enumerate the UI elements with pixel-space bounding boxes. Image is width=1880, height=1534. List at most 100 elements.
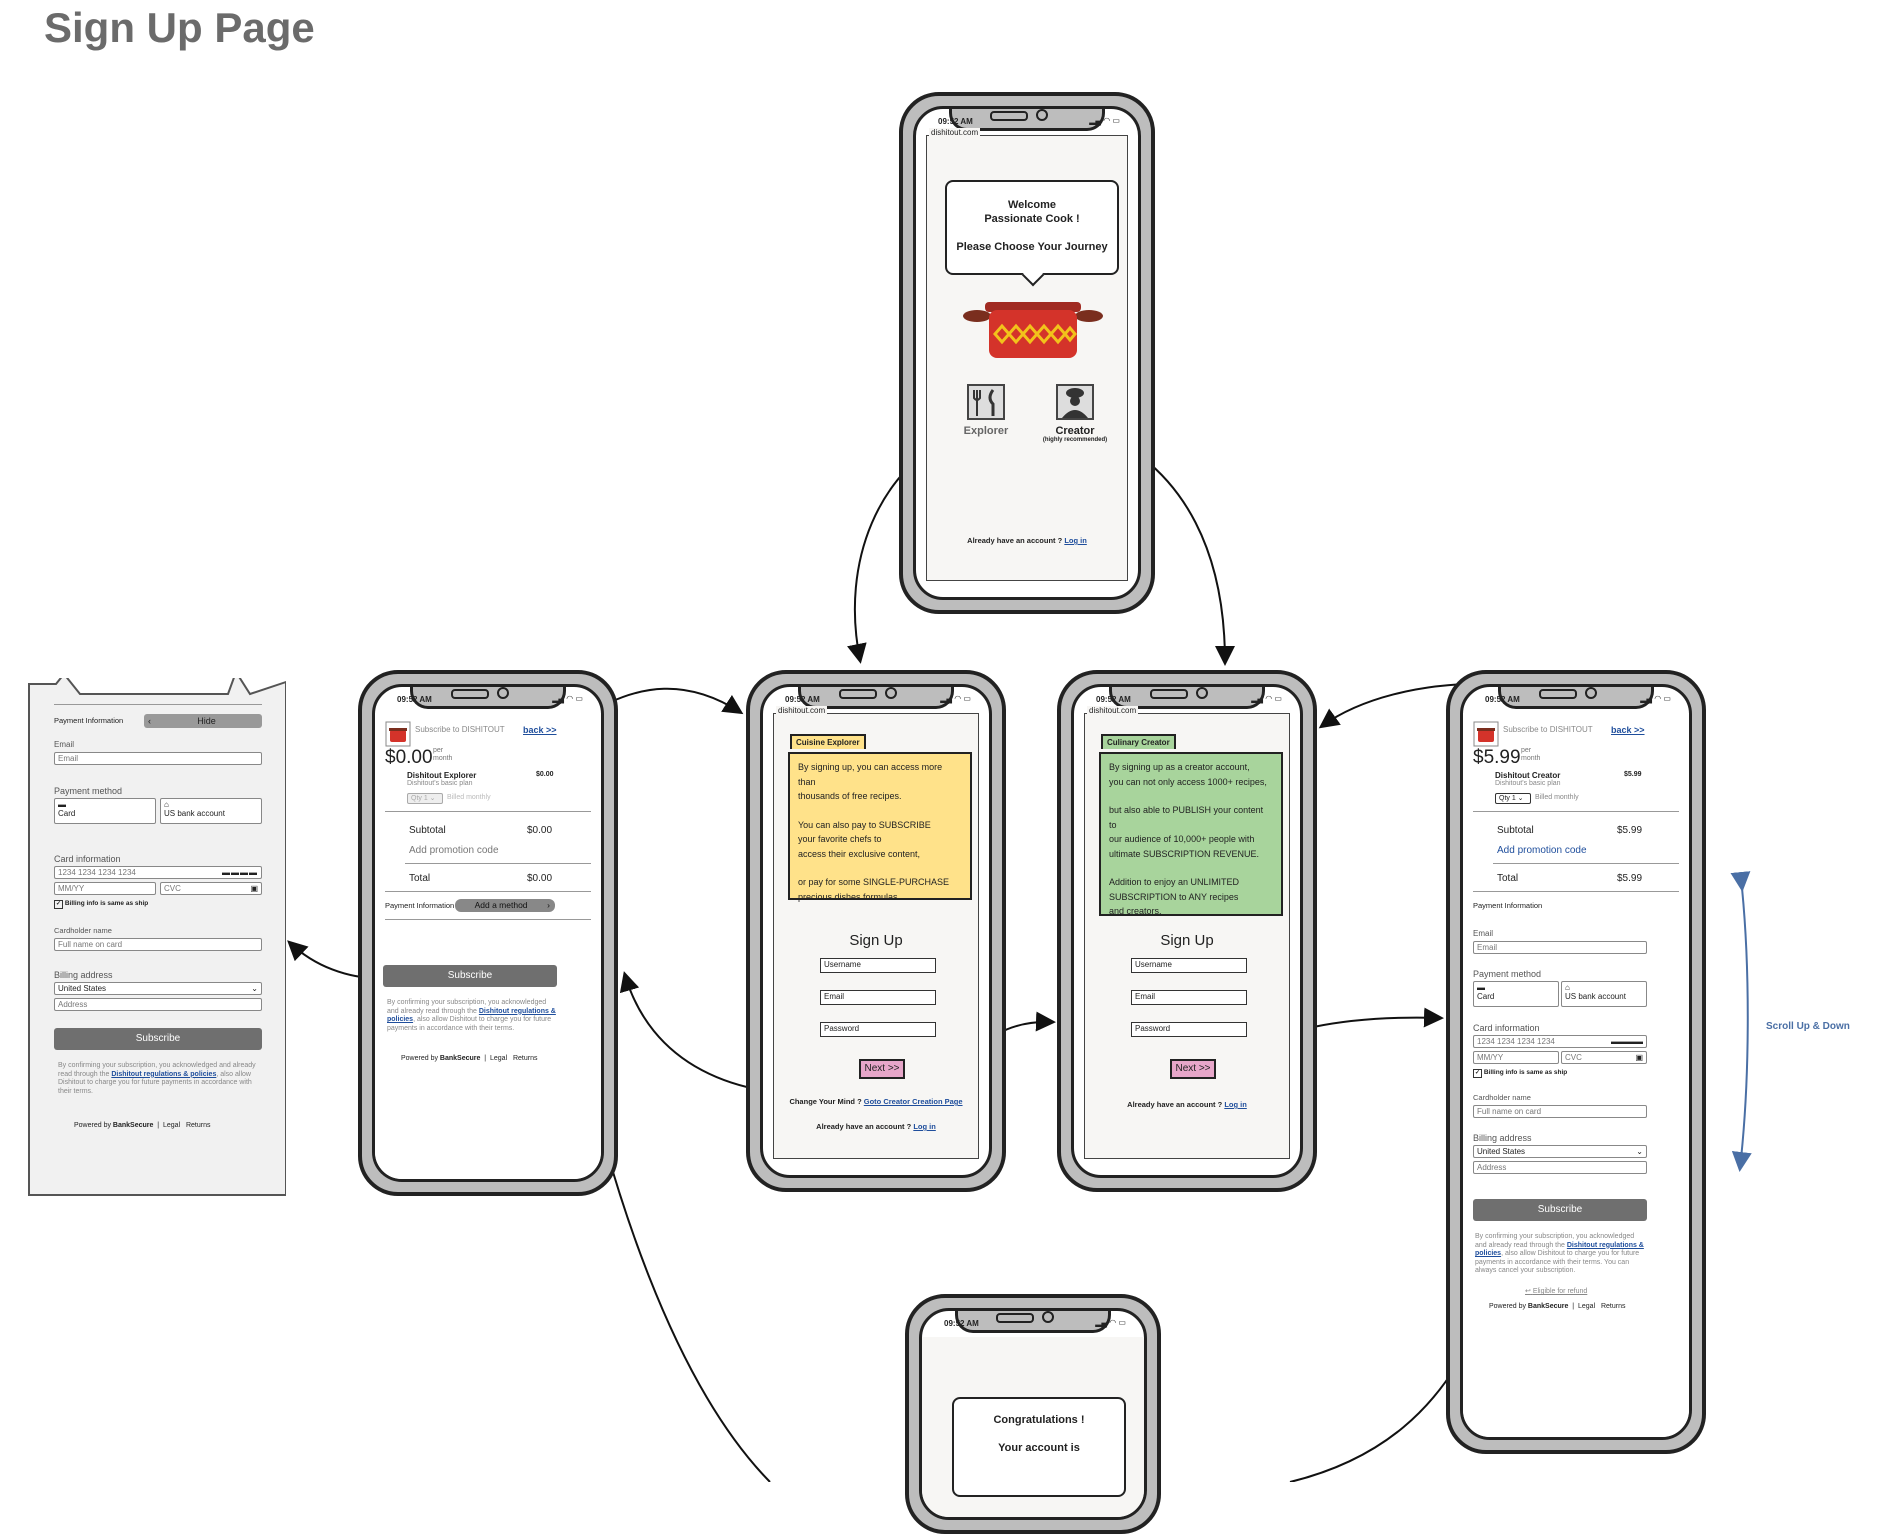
card-option[interactable]: ▬Card	[54, 798, 156, 824]
legal-text: By confirming your subscription, you ack…	[58, 1062, 262, 1096]
promo-link[interactable]: Add promotion code	[1497, 845, 1587, 856]
subscribe-button[interactable]: Subscribe	[1473, 1199, 1647, 1221]
creator-tab: Culinary Creator	[1101, 734, 1176, 749]
legal-line: , also allow Dishitout to charge you for…	[413, 1016, 552, 1023]
status-time: 09:52 AM	[785, 695, 820, 704]
subtotal-value: $0.00	[527, 825, 553, 836]
password-field[interactable]: Password	[820, 1022, 936, 1037]
price: $5.99	[1473, 747, 1521, 768]
bank-option[interactable]: ⌂US bank account	[160, 798, 262, 824]
payment-info-label: Payment Information	[385, 901, 455, 910]
legal-link[interactable]: Legal	[490, 1055, 508, 1062]
status-icons: ▂▄ ◠ ▭	[1095, 1318, 1126, 1327]
policies-link[interactable]: Dishitout regulations & policies	[1475, 1241, 1644, 1258]
qty-select[interactable]: Qty 1 ⌄	[1495, 793, 1531, 804]
cardholder-input[interactable]: Full name on card	[54, 938, 262, 951]
card-icon: ▬	[58, 800, 66, 809]
footer: Powered by BankSecure | Legal Returns	[74, 1122, 211, 1129]
plan-desc: Dishitout's basic plan	[1495, 780, 1561, 787]
next-button[interactable]: Next >>	[1170, 1059, 1216, 1079]
email-input[interactable]: Email	[1473, 941, 1647, 954]
policies-link[interactable]: Dishitout regulations & policies	[387, 1007, 556, 1024]
pot-icon	[963, 302, 1103, 358]
status-icons: ▂▄ ◠ ▭	[940, 694, 971, 703]
username-field[interactable]: Username	[1131, 958, 1247, 973]
pot-logo-icon	[1473, 721, 1499, 747]
status-time: 09:52 AM	[1485, 695, 1520, 704]
returns-link[interactable]: Returns	[1600, 1303, 1626, 1310]
card-info-label: Card information	[1473, 1023, 1540, 1033]
add-method-button[interactable]: Add a method ›	[455, 899, 555, 912]
expiry-input[interactable]: MM/YY	[54, 882, 156, 895]
legal-line: , also allow Dishitout to charge you for…	[1501, 1250, 1640, 1257]
hide-button[interactable]: ‹Hide	[144, 714, 262, 728]
plan-price: $0.00	[536, 771, 554, 778]
country-select[interactable]: United States⌄	[1473, 1145, 1647, 1158]
status-time: 09:52 AM	[944, 1319, 979, 1328]
billing-same-checkbox[interactable]: ✓ Billing info is same as ship	[1473, 1069, 1567, 1078]
creator-option[interactable]: Creator (highly recommended)	[1025, 384, 1125, 443]
welcome-bubble: Welcome Passionate Cook ! Please Choose …	[945, 180, 1119, 287]
refund-link[interactable]: ↩ Eligible for refund	[1525, 1287, 1587, 1295]
login-link[interactable]: Log in	[913, 1122, 936, 1131]
welcome-line1: Welcome	[1007, 199, 1057, 211]
email-field[interactable]: Email	[820, 990, 936, 1005]
creator-signup-phone: 09:52 AM ▂▄ ◠ ▭ dishitout.com Culinary C…	[1057, 670, 1317, 1192]
bank-option[interactable]: ⌂US bank account	[1561, 981, 1647, 1007]
status-icons: ▂▄ ◠ ▭	[552, 694, 583, 703]
explorer-payment-screen: Subscribe to DISHITOUT back >> $0.00 per…	[375, 713, 601, 1179]
url-label: dishitout.com	[929, 128, 981, 137]
cvc-input[interactable]: CVC▣	[1561, 1051, 1647, 1064]
next-button[interactable]: Next >>	[859, 1059, 905, 1079]
card-number-input[interactable]: 1234 1234 1234 1234 ▬▬▬▬	[54, 866, 262, 879]
legal-link[interactable]: Legal	[163, 1122, 181, 1129]
country-select[interactable]: United States⌄	[54, 982, 262, 995]
billing-same-checkbox[interactable]: ✓ Billing info is same as ship	[54, 900, 148, 909]
creator-signup-screen: dishitout.com Culinary Creator By signin…	[1084, 706, 1290, 1159]
password-field[interactable]: Password	[1131, 1022, 1247, 1037]
cardholder-input[interactable]: Full name on card	[1473, 1105, 1647, 1118]
qty-label: Qty 1	[411, 795, 428, 802]
subscribe-button[interactable]: Subscribe	[383, 965, 557, 987]
address-input[interactable]: Address	[1473, 1161, 1647, 1174]
back-link[interactable]: back >>	[1611, 725, 1645, 735]
card-label: Card	[1477, 992, 1495, 1001]
legal-link[interactable]: Legal	[1578, 1303, 1596, 1310]
explorer-option[interactable]: Explorer	[961, 384, 1011, 437]
congrats-bubble: Congratulations ! Your account is	[952, 1397, 1126, 1497]
goto-creator-link[interactable]: Goto Creator Creation Page	[863, 1097, 963, 1106]
card-option[interactable]: ▬Card	[1473, 981, 1559, 1007]
expiry-input[interactable]: MM/YY	[1473, 1051, 1559, 1064]
cvc-input[interactable]: CVC▣	[160, 882, 262, 895]
card-icon: ▬	[1477, 983, 1485, 992]
already-row: Already have an account ? Log in	[774, 1122, 978, 1131]
status-time: 09:52 AM	[1096, 695, 1131, 704]
qty-select[interactable]: Qty 1 ⌄	[407, 793, 443, 804]
explorer-payment-phone: 09:52 AM ▂▄ ◠ ▭ Subscribe to DISHITOUT b…	[358, 670, 618, 1196]
chevron-down-icon: ⌄	[251, 984, 258, 993]
billed-label: Billed monthly	[447, 794, 491, 801]
chevron-down-icon: ⌄	[1636, 1147, 1643, 1156]
cvc-placeholder: CVC	[1565, 1053, 1582, 1062]
back-link[interactable]: back >>	[523, 725, 557, 735]
status-time: 09:52 AM	[938, 117, 973, 126]
promo-link[interactable]: Add promotion code	[409, 845, 499, 856]
login-link[interactable]: Log in	[1064, 536, 1087, 545]
status-icons: ▂▄ ◠ ▭	[1251, 694, 1282, 703]
policies-link[interactable]: Dishitout regulations & policies	[111, 1070, 217, 1078]
card-number-input[interactable]: 1234 1234 1234 1234▬▬▬▬	[1473, 1035, 1647, 1048]
cardholder-label: Cardholder name	[1473, 1093, 1531, 1102]
returns-link[interactable]: Returns	[512, 1055, 538, 1062]
login-link[interactable]: Log in	[1224, 1100, 1247, 1109]
legal-line: always cancel your subscription.	[1475, 1267, 1576, 1274]
billing-same-label: Billing info is same as ship	[64, 900, 149, 907]
address-input[interactable]: Address	[54, 998, 262, 1011]
returns-link[interactable]: Returns	[185, 1122, 211, 1129]
plan-price: $5.99	[1624, 771, 1642, 778]
email-input[interactable]: Email	[54, 752, 262, 765]
welcome-screen: dishitout.com Welcome Passionate Cook ! …	[926, 128, 1128, 581]
subscribe-button[interactable]: Subscribe	[54, 1028, 262, 1050]
username-field[interactable]: Username	[820, 958, 936, 973]
email-field[interactable]: Email	[1131, 990, 1247, 1005]
